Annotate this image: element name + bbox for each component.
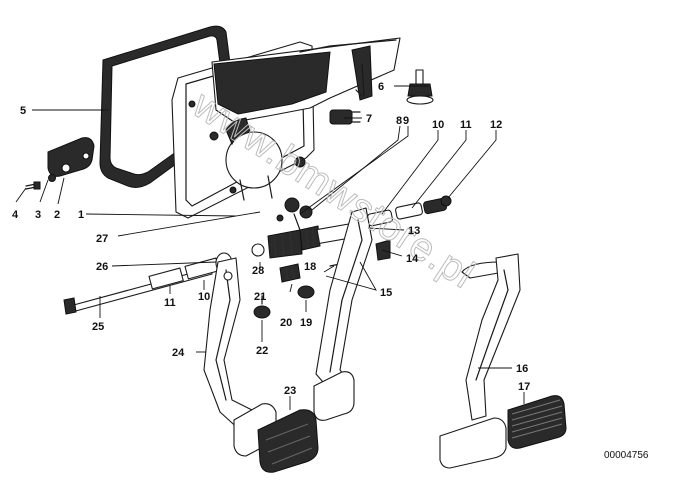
accelerator-pedal-pad <box>507 395 567 449</box>
small-bushes <box>253 263 315 319</box>
label-20: 20 <box>280 317 292 329</box>
label-28: 28 <box>252 265 264 277</box>
label-19: 19 <box>300 317 312 329</box>
label-11a: 11 <box>460 119 472 131</box>
label-23: 23 <box>284 385 296 397</box>
gasket-part <box>99 25 237 188</box>
cover-plate-part <box>47 137 95 177</box>
part-labels: 1 2 3 4 5 6 7 8 9 10 11 12 13 14 15 16 1… <box>12 81 530 397</box>
screw-and-washer <box>25 174 56 190</box>
label-21: 21 <box>254 291 266 303</box>
label-22: 22 <box>256 345 268 357</box>
label-18: 18 <box>304 261 316 273</box>
pivot-shaft-assembly <box>63 197 369 315</box>
label-26: 26 <box>96 261 108 273</box>
brake-pedal-part <box>313 207 373 421</box>
return-spring-part <box>267 229 303 259</box>
label-8: 8 <box>396 115 402 127</box>
label-25: 25 <box>92 321 104 333</box>
label-10a: 10 <box>432 119 444 131</box>
clutch-pedal-pad <box>257 409 319 473</box>
label-7: 7 <box>366 113 372 125</box>
label-11b: 11 <box>164 297 176 309</box>
label-24: 24 <box>172 347 185 359</box>
label-14: 14 <box>406 253 419 265</box>
bushing-set-right <box>367 195 452 227</box>
label-6: 6 <box>378 81 384 93</box>
accelerator-pedal-part <box>439 253 521 469</box>
label-12: 12 <box>490 119 502 131</box>
label-1: 1 <box>78 209 84 221</box>
label-15: 15 <box>380 287 392 299</box>
label-5: 5 <box>20 105 26 117</box>
label-17: 17 <box>518 381 530 393</box>
label-13: 13 <box>408 225 420 237</box>
bolt-part <box>406 69 434 105</box>
label-9: 9 <box>403 115 409 127</box>
label-4: 4 <box>12 209 19 221</box>
label-3: 3 <box>35 209 41 221</box>
drawing-number: 00004756 <box>604 450 649 461</box>
leader-lines <box>15 85 525 410</box>
switch-part <box>329 109 361 125</box>
label-16: 16 <box>516 363 528 375</box>
pedal-bracket-housing <box>171 37 401 219</box>
label-27: 27 <box>96 233 108 245</box>
label-2: 2 <box>54 209 60 221</box>
label-10b: 10 <box>198 291 210 303</box>
